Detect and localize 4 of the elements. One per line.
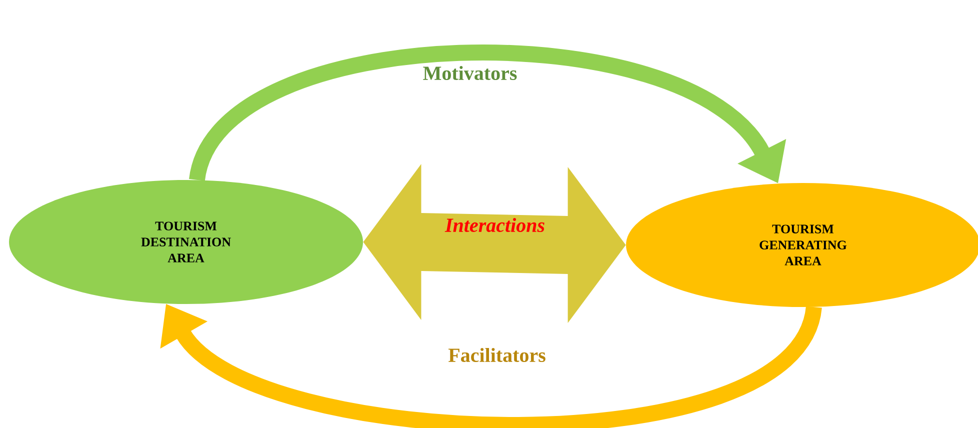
edge-label: Facilitators <box>446 346 548 364</box>
edge-label: Motivators <box>420 64 520 82</box>
edge-label: Interactions <box>444 218 544 232</box>
double-arrow <box>363 164 626 323</box>
